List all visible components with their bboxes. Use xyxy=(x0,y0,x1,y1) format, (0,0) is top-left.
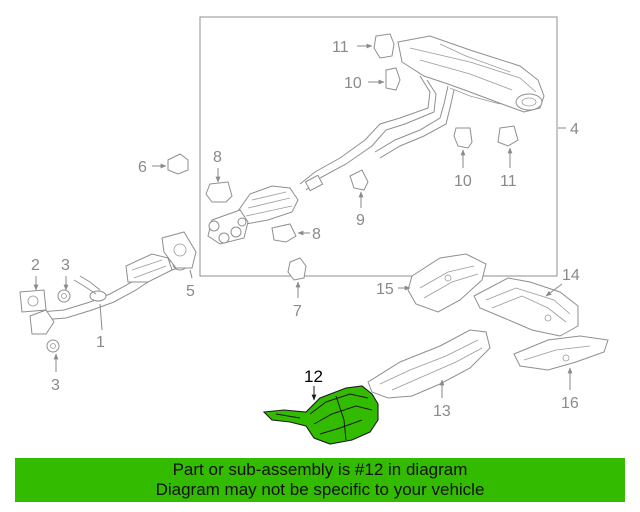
rubber-hanger-8-upper[interactable] xyxy=(205,181,233,203)
rubber-hanger-8-lower[interactable] xyxy=(271,223,297,243)
callout-10-lower: 10 xyxy=(454,173,472,190)
callout-9: 9 xyxy=(356,212,365,229)
bracket-7[interactable] xyxy=(287,257,307,281)
heat-shield-14[interactable] xyxy=(473,277,579,337)
callout-8-upper: 8 xyxy=(213,149,222,166)
nut-3-lower[interactable] xyxy=(46,339,60,353)
front-pipe-1[interactable] xyxy=(29,253,188,335)
nut-3-upper[interactable] xyxy=(57,289,71,303)
bracket-9[interactable] xyxy=(349,169,369,191)
callout-3-upper: 3 xyxy=(61,257,70,274)
callout-5: 5 xyxy=(186,283,195,300)
callout-4: 4 xyxy=(570,121,579,138)
heat-shield-13[interactable] xyxy=(367,329,491,399)
callout-14: 14 xyxy=(562,267,580,284)
rubber-hanger-10-lower[interactable] xyxy=(453,127,473,149)
callout-3-lower: 3 xyxy=(51,377,60,394)
callout-13: 13 xyxy=(433,403,451,420)
callout-1: 1 xyxy=(96,334,105,351)
callout-10-upper: 10 xyxy=(344,75,362,92)
center-pipe[interactable] xyxy=(299,75,455,192)
callout-16: 16 xyxy=(561,395,579,412)
hanger-6[interactable] xyxy=(167,153,189,175)
heat-shield-12-highlighted[interactable] xyxy=(262,385,379,445)
gasket-5[interactable] xyxy=(161,231,197,269)
callout-2: 2 xyxy=(31,257,40,274)
assembly-4-box xyxy=(199,16,558,277)
heat-shield-16[interactable] xyxy=(513,335,609,371)
callout-6: 6 xyxy=(138,159,147,176)
leader-lines xyxy=(33,43,573,401)
banner-line-disclaimer: Diagram may not be specific to your vehi… xyxy=(155,480,485,499)
callout-8-lower: 8 xyxy=(312,226,321,243)
rear-muffler[interactable] xyxy=(397,35,545,113)
rubber-hanger-11-lower[interactable] xyxy=(497,125,519,147)
callout-11-lower: 11 xyxy=(500,173,517,190)
rubber-hanger-10-upper[interactable] xyxy=(385,67,401,91)
rubber-hanger-11-upper[interactable] xyxy=(373,33,395,59)
heat-shield-15[interactable] xyxy=(407,253,487,313)
callout-15: 15 xyxy=(376,281,394,298)
gasket-2[interactable] xyxy=(19,289,47,313)
info-banner-background xyxy=(15,458,625,502)
banner-line-part-number: Part or sub-assembly is #12 in diagram xyxy=(172,460,468,479)
callout-labels: 11 10 10 11 4 8 8 9 6 7 5 1 2 3 3 15 14 … xyxy=(31,39,580,420)
info-banner: Part or sub-assembly is #12 in diagram D… xyxy=(15,458,625,502)
front-catalyst-pipe[interactable] xyxy=(207,185,299,245)
callout-11-upper: 11 xyxy=(332,39,349,56)
callout-12: 12 xyxy=(304,367,323,386)
callout-7: 7 xyxy=(293,303,302,320)
